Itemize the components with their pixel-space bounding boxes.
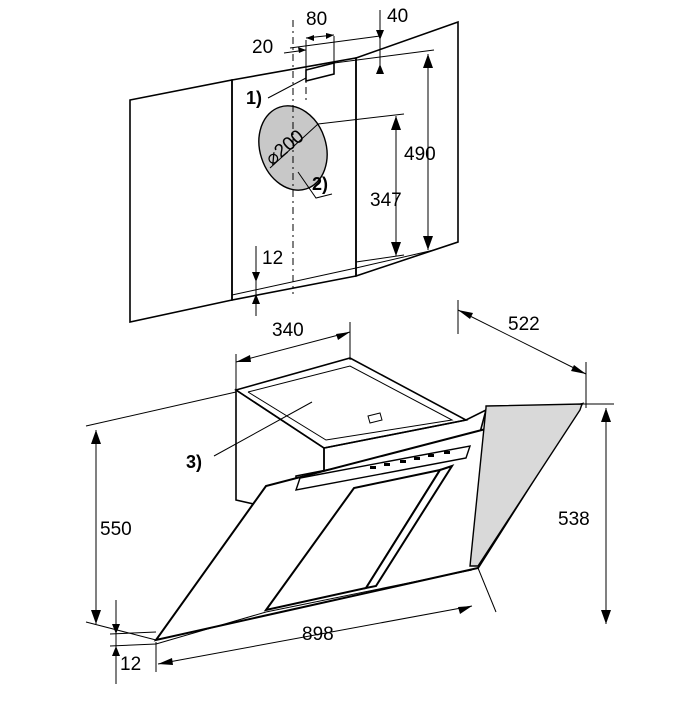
dimension-arrow — [376, 30, 384, 40]
glass-canopy-edge — [469, 403, 583, 567]
duct-outlet — [258, 105, 328, 191]
dimension-arrow — [376, 64, 384, 74]
dimension-arrow — [236, 355, 251, 362]
wall-mounting-diagram: 20 80 40 490 347 12 ⌀200 1) 2) — [129, 6, 459, 323]
callout-leader — [297, 171, 333, 199]
dim-duct-height: 347 — [370, 190, 402, 211]
dimension-arrow — [326, 33, 334, 39]
dim-bracket-width: 80 — [306, 9, 327, 30]
control-panel — [294, 445, 472, 491]
control-button — [444, 451, 450, 454]
bottom-ledge — [355, 249, 435, 269]
dimension-arrow — [391, 116, 401, 130]
dimension-arrow — [112, 646, 120, 656]
callout-chimney-top: 3) — [186, 452, 202, 472]
wall-panel — [129, 79, 233, 323]
dimension-arrow — [252, 272, 260, 282]
dim-bottom-offset: 12 — [262, 248, 283, 269]
dimension-line — [235, 331, 351, 363]
dimension-arrow — [571, 365, 586, 374]
dim-total-height: 490 — [404, 144, 436, 165]
extension-line — [477, 567, 497, 613]
dim-height-left: 550 — [100, 519, 132, 540]
dimension-arrow — [423, 54, 433, 68]
callout-duct: 2) — [312, 174, 328, 194]
hood-diagram: 340 522 538 550 898 12 — [85, 300, 614, 684]
chimney-top-inner — [247, 365, 454, 441]
dimension-line — [157, 605, 473, 665]
duct-diameter-line — [269, 123, 319, 169]
callout-bracket: 1) — [246, 88, 262, 108]
dimension-arrow — [601, 610, 611, 624]
control-button — [400, 460, 406, 463]
extension-line — [317, 113, 405, 125]
dimension-arrow — [158, 658, 173, 665]
dim-bracket-right: 40 — [387, 6, 408, 27]
dimension-arrow — [91, 610, 101, 624]
extension-line — [85, 621, 157, 641]
dim-depth: 522 — [508, 314, 540, 335]
extension-line — [85, 391, 237, 427]
dim-bottom-offset-hood: 12 — [120, 654, 141, 675]
callout-leader — [267, 77, 307, 99]
dimension-arrow — [112, 624, 120, 634]
dimension-arrow — [458, 310, 473, 319]
dimension-arrow — [306, 35, 314, 41]
filter-panel-right — [363, 464, 455, 590]
control-button — [414, 457, 420, 460]
extension-line — [355, 254, 405, 263]
dimension-arrow — [91, 430, 101, 444]
dimension-arrow — [391, 242, 401, 256]
canopy-edge — [155, 611, 267, 645]
bottom-ledge — [231, 267, 357, 296]
extension-line — [289, 35, 381, 49]
dim-bracket-offset: 20 — [252, 37, 273, 58]
control-button — [428, 454, 434, 457]
dimension-arrow — [601, 408, 611, 422]
extension-line — [333, 49, 435, 64]
control-button — [370, 466, 376, 469]
extension-line — [109, 643, 157, 647]
dimension-arrow — [298, 47, 306, 53]
chimney-top-slot — [367, 412, 383, 424]
dimension-arrow — [252, 294, 260, 304]
dimension-arrow — [423, 236, 433, 250]
dimension-line — [457, 309, 587, 375]
control-button — [384, 463, 390, 466]
extension-line — [109, 631, 157, 635]
dim-height-right: 538 — [558, 509, 590, 530]
wall-panel — [355, 20, 459, 278]
chimney-top — [234, 357, 469, 449]
control-buttons — [370, 451, 450, 469]
dimension-arrow — [458, 606, 472, 614]
dimension-arrow — [336, 332, 350, 340]
dim-chimney-width: 340 — [272, 320, 304, 341]
dim-width: 898 — [302, 624, 334, 645]
callout-leader — [213, 401, 313, 457]
mounting-bracket — [305, 61, 335, 83]
canopy-edge — [265, 569, 473, 613]
